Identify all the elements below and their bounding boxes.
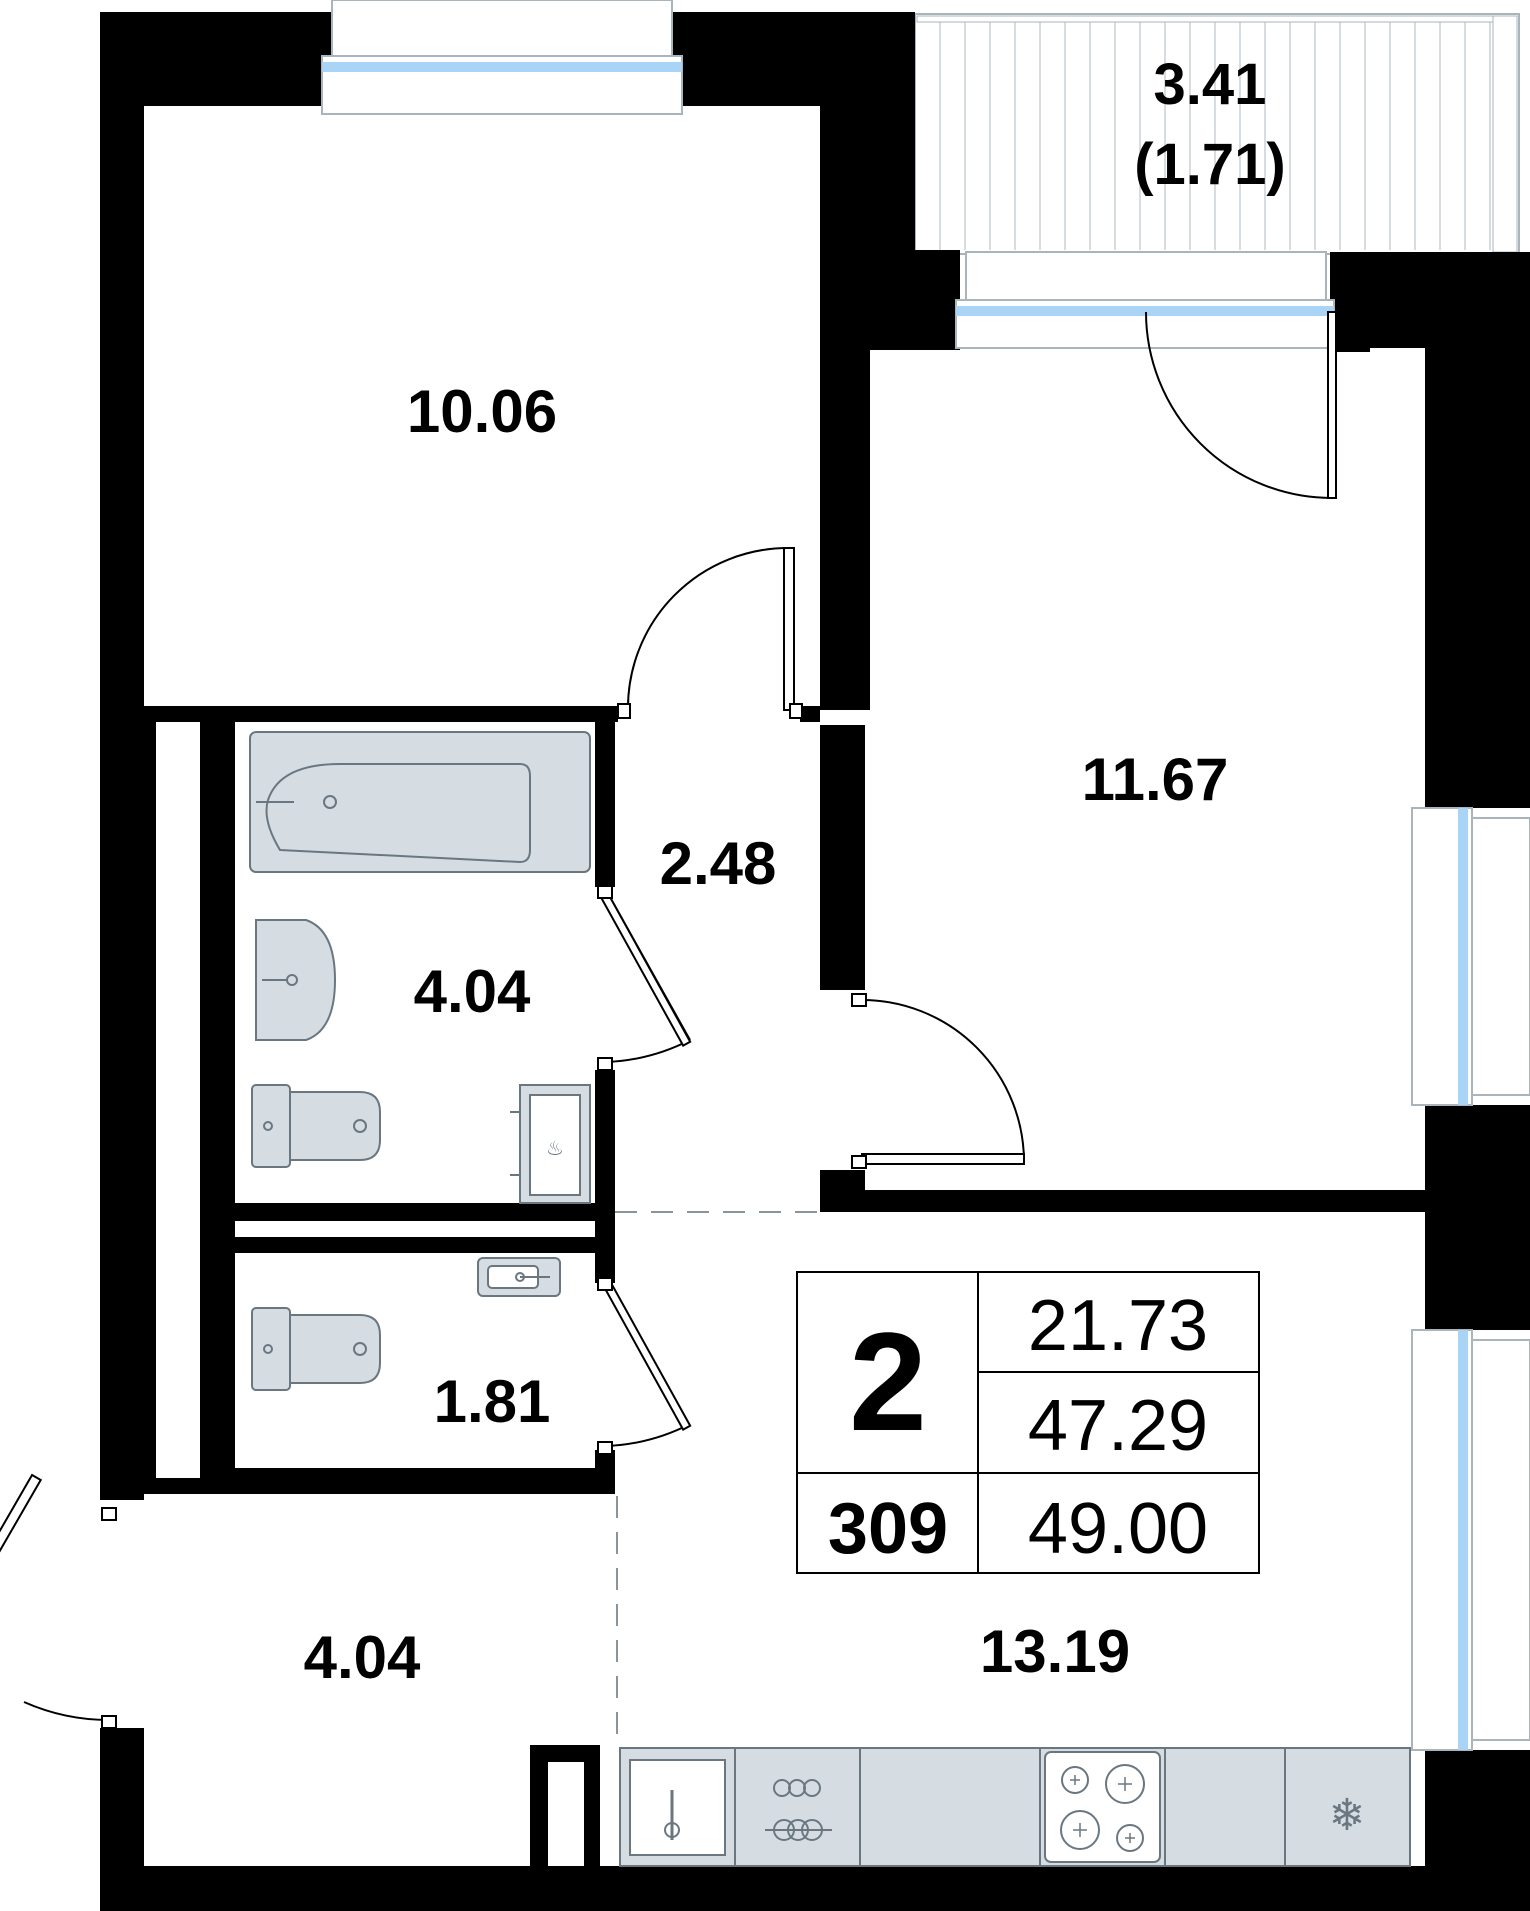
bedroom-right-area: 11.67 [1082, 746, 1229, 813]
living-area: 21.73 [1028, 1286, 1208, 1366]
doors [0, 311, 1337, 1729]
walls [100, 12, 1530, 1911]
window-balcony-door [955, 251, 1335, 349]
balcony [914, 13, 1520, 255]
bedroom-top-area: 10.06 [407, 378, 557, 445]
balcony-area-reduced: (1.71) [1134, 132, 1286, 197]
window-kitchen [1411, 1329, 1530, 1751]
apartment-number: 309 [828, 1489, 948, 1569]
kitchen-living-area: 13.19 [980, 1618, 1130, 1685]
door-balcony [1145, 311, 1337, 499]
room-labels: 3.41 (1.71) 10.06 11.67 2.48 4.04 1.81 4… [304, 52, 1286, 1691]
total-area: 47.29 [1028, 1386, 1208, 1466]
door-wc [597, 1275, 692, 1455]
bathtub [249, 731, 591, 873]
kitchen-counter: ❄ [619, 1747, 1411, 1867]
window-bedroom-top [321, 0, 683, 115]
toilet-bathroom [251, 1084, 381, 1168]
washing-machine: ♨ [510, 1084, 591, 1204]
hallway-area: 4.04 [304, 1624, 421, 1691]
snowflake-icon: ❄ [1329, 1790, 1366, 1841]
sink-wc [477, 1257, 561, 1297]
door-bedroom-right [851, 993, 1025, 1169]
wc-area: 1.81 [434, 1368, 551, 1435]
sink-bathroom [255, 919, 337, 1041]
rooms-count: 2 [849, 1303, 927, 1460]
door-entrance [0, 1473, 117, 1729]
zone-separators [615, 1211, 820, 1745]
door-bedroom-top [617, 547, 803, 719]
fixtures: ♨ [249, 731, 1411, 1867]
window-bedroom-right [1411, 807, 1530, 1106]
windows [321, 0, 1530, 1751]
bathroom-area: 4.04 [414, 958, 531, 1025]
svg-text:♨: ♨ [546, 1136, 564, 1160]
info-box: 2 21.73 47.29 309 49.00 [796, 1271, 1260, 1574]
total-area-with-balcony: 49.00 [1028, 1489, 1208, 1569]
toilet-wc [251, 1307, 381, 1391]
corridor-area: 2.48 [660, 830, 777, 897]
balcony-area: 3.41 [1154, 52, 1267, 117]
door-bathroom [597, 885, 692, 1071]
